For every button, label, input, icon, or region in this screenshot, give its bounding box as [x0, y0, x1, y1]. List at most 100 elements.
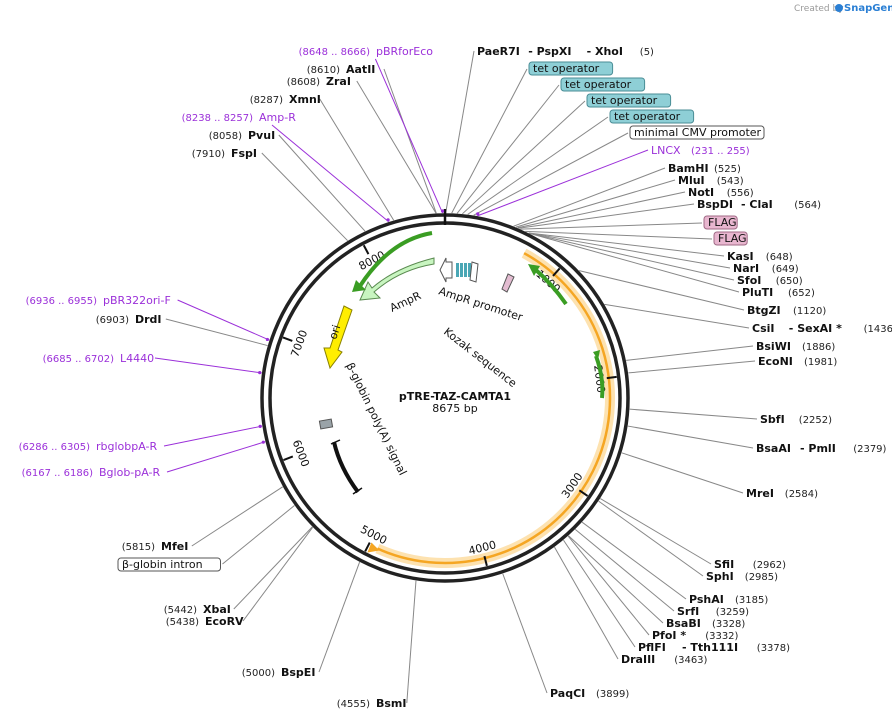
- enzyme-site: SfiI(2962): [714, 558, 786, 571]
- ampr-arrow: [359, 257, 435, 301]
- primer-site: (6685 .. 6702)L4440: [43, 352, 262, 375]
- enzyme-name: PfoI *: [652, 629, 686, 642]
- enzyme-position: (2962): [753, 560, 786, 571]
- enzyme-position: (3328): [712, 619, 745, 630]
- enzyme-position: (5438): [166, 617, 199, 628]
- enzyme-site: MluI(543): [678, 174, 744, 187]
- leader-line: [191, 486, 283, 547]
- ampr-promoter-label: AmpR promoter: [437, 284, 525, 324]
- tick-mark: [362, 244, 370, 255]
- enzyme-name: EcoNI: [758, 355, 793, 368]
- plasmid-name: pTRE-TAZ-CAMTA1: [399, 390, 511, 403]
- enzyme-site: MreI(2584): [746, 487, 818, 500]
- feature-box-bg: [560, 77, 646, 92]
- enzyme-site: PflFI- Tth111I(3378): [638, 641, 790, 654]
- enzyme-name: SbfI: [760, 413, 785, 426]
- tick-mark: [483, 555, 488, 567]
- enzyme-position: (1886): [802, 342, 835, 353]
- primer-range: (8238 .. 8257): [182, 113, 254, 124]
- enzyme-position: (525): [714, 164, 741, 175]
- inner-features: [318, 257, 515, 495]
- enzyme-position: (4555): [337, 699, 370, 710]
- enzyme-position: (650): [776, 276, 803, 287]
- enzyme-name-extra: - PmlI: [800, 442, 836, 455]
- primer-range: (6167 .. 6186): [22, 468, 94, 479]
- ampr-promoter-arrow: [439, 257, 453, 283]
- leader-line: [581, 521, 687, 600]
- kozak-marker: [501, 273, 515, 293]
- feature-box-bg: [117, 557, 221, 572]
- primer-range: (231 .. 255): [691, 146, 750, 157]
- leader-line: [567, 535, 650, 636]
- enzyme-site: PaqCI (3899): [550, 687, 629, 700]
- primer-range: (6286 .. 6305): [19, 442, 91, 453]
- enzyme-position: (3899): [596, 689, 629, 700]
- enzyme-position: (649): [772, 264, 799, 275]
- leader-line: [271, 124, 390, 223]
- enzyme-site: BtgZI(1120): [747, 304, 826, 317]
- leader-line: [462, 100, 586, 215]
- enzyme-name: PluTI: [742, 286, 773, 299]
- leader-line: [473, 132, 629, 216]
- enzyme-position: (3185): [735, 595, 768, 606]
- enzyme-site: DraIII(3463): [621, 653, 708, 666]
- feature-box: tet operator: [586, 93, 672, 108]
- leader-line: [528, 232, 735, 281]
- leader-line: [574, 528, 675, 612]
- primer-marker: [265, 337, 270, 342]
- enzyme-name: AatII: [346, 63, 375, 76]
- feature-box-bg: [609, 109, 695, 124]
- primer-range: (8648 .. 8666): [299, 47, 371, 58]
- leader-line: [233, 526, 313, 610]
- feature-box-bg: [703, 215, 738, 230]
- enzyme-position: (7910): [192, 149, 225, 160]
- leader-line: [502, 573, 548, 694]
- enzyme-name: NotI: [688, 186, 714, 199]
- leader-line: [242, 526, 314, 622]
- leader-line: [261, 152, 349, 242]
- enzyme-position: (2584): [785, 489, 818, 500]
- enzyme-position: (6903): [96, 315, 129, 326]
- leader-line: [579, 270, 745, 311]
- enzyme-site: BsaAI- PmlI(2379): [756, 442, 887, 455]
- snapgene-logo-icon: [835, 4, 843, 12]
- enzyme-name: BtgZI: [747, 304, 781, 317]
- feature-box: tet operator: [528, 61, 614, 76]
- enzyme-position: (5000): [242, 668, 275, 679]
- leader-line: [528, 232, 731, 269]
- feature-box: tet operator: [560, 77, 646, 92]
- ampr-label: AmpR: [388, 289, 424, 315]
- leader-line: [520, 222, 703, 230]
- feature-box-label: tet operator: [565, 78, 632, 91]
- tick-mark: [364, 542, 371, 552]
- enzyme-name: ZraI: [326, 75, 351, 88]
- leader-line: [165, 318, 268, 347]
- enzyme-position: (3463): [674, 655, 707, 666]
- enzyme-site: (5000) BspEI: [242, 666, 316, 679]
- feature-box-label: tet operator: [591, 94, 658, 107]
- leader-line: [529, 232, 740, 293]
- feature-box-label: FLAG: [718, 232, 747, 245]
- ori-label: ori: [326, 323, 343, 341]
- leader-line: [629, 408, 758, 420]
- primer-name: LNCX: [651, 144, 681, 157]
- enzyme-position: (1436): [864, 324, 892, 335]
- ampr-green-arrowhead: [352, 280, 366, 292]
- enzyme-site: BspDI- ClaI(564): [697, 198, 821, 211]
- kozak-label: Kozak sequence: [441, 325, 519, 390]
- enzyme-name: BspEI: [281, 666, 315, 679]
- primer-marker: [258, 424, 262, 428]
- feature-box-label: FLAG: [708, 216, 737, 229]
- feature-box-label: tet operator: [614, 110, 681, 123]
- enzyme-name: SfoI: [737, 274, 761, 287]
- enzyme-name: PshAI: [689, 593, 724, 606]
- leader-line: [626, 345, 754, 361]
- enzyme-name: PaqCI: [550, 687, 585, 700]
- primer-site: (6936 .. 6955)pBR322ori-F: [26, 294, 270, 342]
- leader-line: [318, 561, 361, 673]
- leader-line: [604, 303, 750, 329]
- enzyme-site: PaeR7I- PspXI- XhoI(5): [477, 45, 654, 58]
- camta-green-arrow-1: [594, 355, 605, 399]
- leader-line: [445, 50, 475, 214]
- enzyme-position: (556): [727, 188, 754, 199]
